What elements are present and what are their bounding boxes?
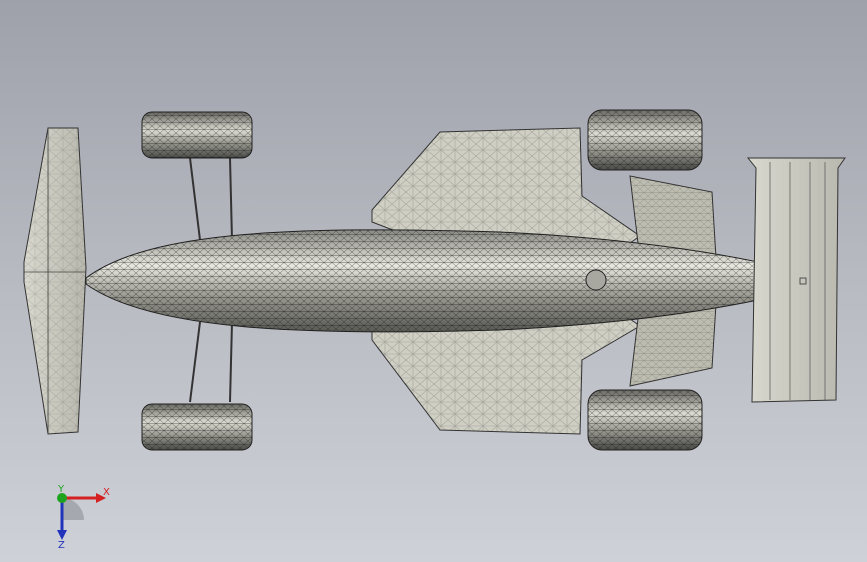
z-axis-arrowhead xyxy=(57,530,67,540)
front-tire-right[interactable] xyxy=(141,403,253,451)
sidepod-right[interactable] xyxy=(371,311,641,435)
rear-tire-right[interactable] xyxy=(587,389,703,451)
x-axis-label: X xyxy=(103,487,110,498)
rear-tire-left[interactable] xyxy=(587,109,703,171)
rear-suspension xyxy=(629,175,717,387)
front-wing[interactable] xyxy=(23,127,87,435)
front-tire-left[interactable] xyxy=(141,111,253,159)
orientation-triad[interactable]: X Y Z xyxy=(40,478,120,550)
nose-cone[interactable] xyxy=(85,229,759,333)
triad-shade xyxy=(62,498,84,520)
rear-wing[interactable] xyxy=(746,157,846,403)
x-axis-arrowhead xyxy=(96,493,106,503)
y-axis-dot xyxy=(57,493,67,503)
front-suspension xyxy=(189,157,233,403)
y-axis-label: Y xyxy=(57,484,65,495)
z-axis-label: Z xyxy=(58,540,65,550)
